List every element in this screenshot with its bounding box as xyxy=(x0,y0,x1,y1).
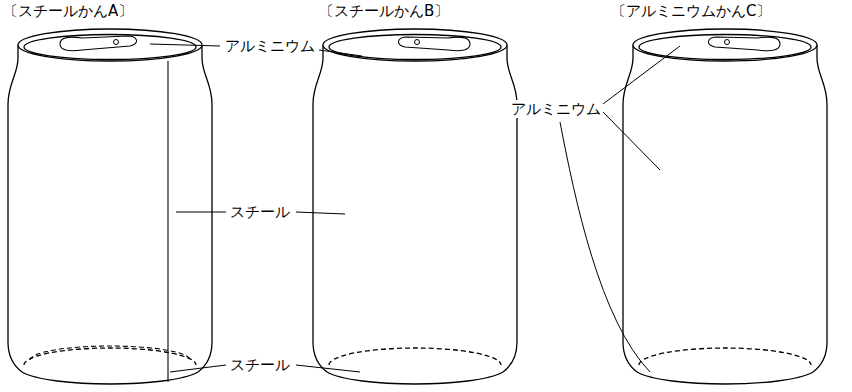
steel-can-b xyxy=(313,29,517,384)
aluminium-can-c xyxy=(623,29,827,384)
can-title: 〔アルミニウムかんC〕 xyxy=(610,2,772,20)
part-name: アルミニウム xyxy=(224,37,316,55)
part-name: スチール xyxy=(229,203,291,221)
steel-can-a xyxy=(8,29,212,384)
can-title: 〔スチールかんB〕 xyxy=(318,2,450,20)
part-name: アルミニウム xyxy=(510,100,602,118)
part-name: スチール xyxy=(229,356,291,374)
leader-lines xyxy=(150,44,680,372)
can-title: 〔スチールかんA〕 xyxy=(2,2,134,20)
